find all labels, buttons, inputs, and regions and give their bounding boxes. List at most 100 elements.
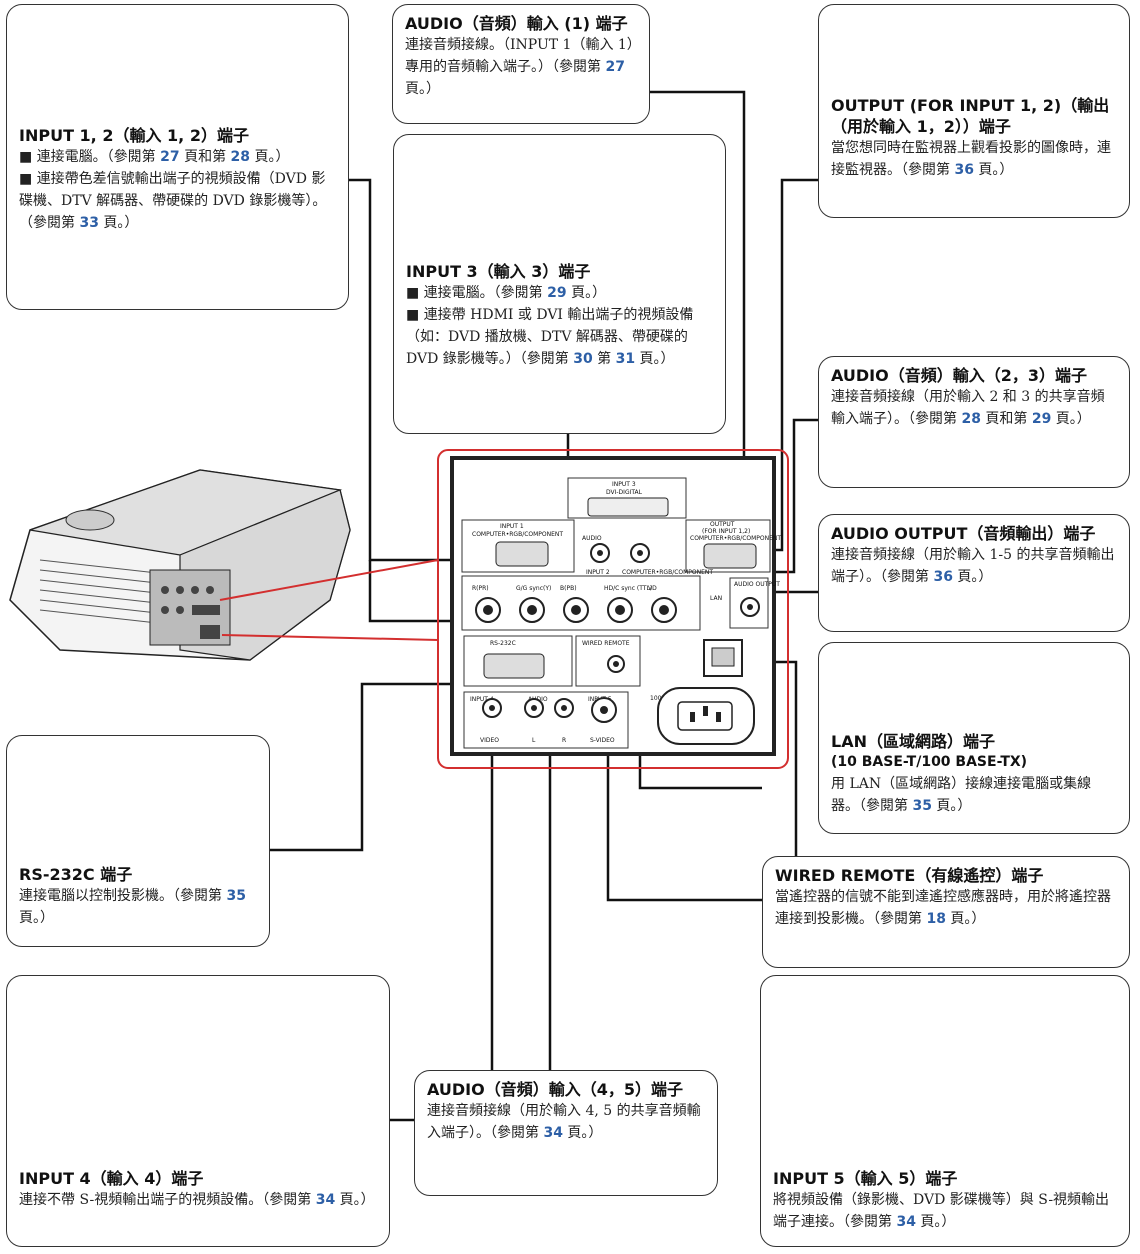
- description-text: 連接電腦。（參閱第: [36, 149, 161, 165]
- rs232c-port[interactable]: [483, 653, 545, 679]
- description-text: 連接音頻接線（用於輸入 2 和 3 的共享音頻輸入端子）。（參閱第: [831, 389, 1105, 427]
- callout-description: 連接音頻接線（用於輸入 4, 5 的共享音頻輸入端子）。（參閱第 34 頁。）: [427, 1100, 705, 1144]
- callout-audioout: AUDIO OUTPUT（音頻輸出）端子 連接音頻接線（用於輸入 1-5 的共享…: [818, 514, 1130, 632]
- page-reference-link[interactable]: 36: [954, 162, 974, 178]
- callout-title: AUDIO OUTPUT（音頻輸出）端子: [831, 524, 1096, 543]
- callout-description: 連接電腦。（參閱第 29 頁。） 連接帶 HDMI 或 DVI 輸出端子的視頻設備…: [406, 282, 713, 370]
- panel-lan-label: LAN: [710, 595, 722, 602]
- page-reference-link[interactable]: 27: [605, 59, 625, 75]
- callout-title: RS-232C 端子: [19, 865, 133, 884]
- page-reference-link[interactable]: 35: [226, 888, 246, 904]
- page-reference-link[interactable]: 36: [933, 569, 953, 585]
- callout-description: 連接音頻接線。（INPUT 1（輸入 1）專用的音頻輸入端子。）（參閱第 27 …: [405, 34, 637, 100]
- callout-subtitle: (10 BASE-T/100 BASE-TX): [831, 754, 1028, 770]
- callout-rs232c: RS-232C 端子 連接電腦以控制投影機。（參閱第 35 頁。）: [6, 735, 270, 947]
- callout-title: OUTPUT (FOR INPUT 1, 2)（輸出（用於輸入 1，2））端子: [831, 96, 1110, 136]
- panel-output-sub1: (FOR INPUT 1,2): [702, 528, 750, 535]
- bullet-item: 連接電腦。（參閱第 29 頁。）: [406, 282, 713, 304]
- callout-audio23: AUDIO（音頻）輸入（2，3）端子 連接音頻接線（用於輸入 2 和 3 的共享…: [818, 356, 1130, 488]
- callout-wired-remote: WIRED REMOTE（有線遙控）端子 當遙控器的信號不能到達遙控感應器時，用…: [762, 856, 1130, 968]
- bnc-jack-center: [615, 605, 625, 615]
- dvi-port[interactable]: [587, 497, 669, 517]
- description-text: 頁。）: [931, 798, 972, 814]
- callout-lan: LAN（區域網路）端子 (10 BASE-T/100 BASE-TX) 用 LA…: [818, 642, 1130, 834]
- callout-title: LAN（區域網路）端子: [831, 732, 995, 751]
- page-reference-link[interactable]: 27: [160, 149, 180, 165]
- callout-description: 將視頻設備（錄影機、DVD 影碟機等）與 S-視頻輸出端子連接。（參閱第 34 …: [773, 1189, 1117, 1233]
- output-port[interactable]: [703, 543, 757, 569]
- page-reference-link[interactable]: 35: [912, 798, 932, 814]
- panel-audio-l-label: L: [532, 737, 536, 744]
- description-text: 頁。）: [952, 569, 993, 585]
- description-text: 頁。）: [1051, 411, 1091, 427]
- page-reference-link[interactable]: 30: [573, 351, 593, 367]
- panel-svideo-label: S-VIDEO: [590, 737, 615, 744]
- panel-audio-label: AUDIO: [582, 535, 602, 542]
- bullet-item: 連接帶 HDMI 或 DVI 輸出端子的視頻設備（如：DVD 播放機、DTV 解…: [406, 304, 713, 370]
- description-text: 頁。）: [98, 215, 139, 231]
- callout-description: 連接音頻接線（用於輸入 1-5 的共享音頻輸出端子）。（參閱第 36 頁。）: [831, 544, 1117, 588]
- description-text: 頁。）: [915, 1214, 956, 1230]
- page-reference-link[interactable]: 28: [230, 149, 251, 165]
- description-text: 連接音頻接線（用於輸入 4, 5 的共享音頻輸入端子）。（參閱第: [427, 1103, 701, 1141]
- panel-dvi-label: DVI-DIGITAL: [606, 489, 643, 496]
- page-reference-link[interactable]: 34: [896, 1214, 916, 1230]
- panel-output-label: OUTPUT: [710, 521, 735, 528]
- page-reference-link[interactable]: 18: [926, 911, 946, 927]
- description-text: 頁。）: [335, 1192, 375, 1208]
- panel-input1-sub: COMPUTER•RGB/COMPONENT: [472, 531, 563, 538]
- callout-title: INPUT 3（輸入 3）端子: [406, 262, 591, 281]
- description-text: 將視頻設備（錄影機、DVD 影碟機等）與 S-視頻輸出端子連接。（參閱第: [773, 1192, 1110, 1230]
- description-text: 頁。）: [562, 1125, 603, 1141]
- description-text: 第: [592, 351, 616, 367]
- callout-input3: INPUT 3（輸入 3）端子 連接電腦。（參閱第 29 頁。） 連接帶 HDMI…: [393, 134, 726, 434]
- page-reference-link[interactable]: 34: [315, 1192, 336, 1208]
- panel-input3-label: INPUT 3: [612, 481, 636, 488]
- page-reference-link[interactable]: 33: [79, 215, 99, 231]
- callout-input12: INPUT 1, 2（輸入 1, 2）端子 連接電腦。（參閱第 27 頁和第 2…: [6, 4, 349, 310]
- panel-input1-label: INPUT 1: [500, 523, 524, 530]
- bnc-jack-center: [483, 605, 493, 615]
- description-text: 連接帶色差信號輸出端子的視頻設備（DVD 影碟機、DTV 解碼器、帶硬碟的 DV…: [19, 171, 327, 231]
- page-reference-link[interactable]: 29: [1031, 411, 1052, 427]
- description-text: 連接音頻接線。（INPUT 1（輸入 1）專用的音頻輸入端子。）（參閱第: [405, 37, 634, 75]
- panel-wired-remote-label: WIRED REMOTE: [582, 640, 630, 647]
- callout-description: 連接電腦以控制投影機。（參閱第 35 頁。）: [19, 885, 257, 929]
- callout-title: AUDIO（音頻）輸入 (1) 端子: [405, 14, 628, 33]
- description-text: 頁。）: [973, 162, 1014, 178]
- panel-rs232c-label: RS-232C: [490, 640, 516, 647]
- description-text: 當您想同時在監視器上觀看投影的圖像時，連接監視器。（參閱第: [831, 140, 1111, 178]
- callout-description: 連接電腦。（參閱第 27 頁和第 28 頁。）連接帶色差信號輸出端子的視頻設備（…: [19, 146, 336, 234]
- callout-description: 連接音頻接線（用於輸入 2 和 3 的共享音頻輸入端子）。（參閱第 28 頁和第…: [831, 386, 1117, 430]
- callout-description: 當您想同時在監視器上觀看投影的圖像時，連接監視器。（參閱第 36 頁。）: [831, 137, 1117, 181]
- panel-input2-sub: COMPUTER•RGB/COMPONENT: [622, 569, 713, 576]
- description-text: 頁。）: [566, 285, 607, 301]
- page-reference-link[interactable]: 34: [543, 1125, 563, 1141]
- panel-output-sub2: COMPUTER•RGB/COMPONENT: [690, 535, 781, 542]
- callout-title: AUDIO（音頻）輸入（4，5）端子: [427, 1080, 683, 1099]
- callout-description: 用 LAN（區域網路）接線連接電腦或集線器。（參閱第 35 頁。）: [831, 773, 1117, 817]
- bnc-label: G/G sync(Y): [516, 585, 551, 592]
- bnc-jack-center: [571, 605, 581, 615]
- page-reference-link[interactable]: 29: [547, 285, 567, 301]
- bnc-label: HD/C sync (TTL): [604, 585, 652, 592]
- page-reference-link[interactable]: 28: [961, 411, 981, 427]
- panel-input4-label: INPUT 4: [470, 696, 494, 703]
- callout-output: OUTPUT (FOR INPUT 1, 2)（輸出（用於輸入 1，2））端子 …: [818, 4, 1130, 218]
- description-text: 頁。）: [945, 911, 986, 927]
- callout-title: INPUT 4（輸入 4）端子: [19, 1169, 204, 1188]
- callout-title: WIRED REMOTE（有線遙控）端子: [775, 866, 1044, 885]
- page-reference-link[interactable]: 31: [615, 351, 636, 367]
- bnc-label: B(PB): [560, 585, 577, 592]
- description-text: 當遙控器的信號不能到達遙控感應器時，用於將遙控器連接到投影機。（參閱第: [775, 889, 1111, 927]
- description-text: 連接不帶 S-視頻輸出端子的視頻設備。（參閱第: [19, 1192, 316, 1208]
- bnc-jack-center: [659, 605, 669, 615]
- description-text: 連接帶 HDMI 或 DVI 輸出端子的視頻設備（如：DVD 播放機、DTV 解…: [406, 307, 694, 367]
- description-text: 頁。）: [405, 81, 440, 97]
- panel-video-label: VIDEO: [480, 737, 499, 744]
- callout-title: INPUT 5（輸入 5）端子: [773, 1169, 958, 1188]
- callout-description: 當遙控器的信號不能到達遙控感應器時，用於將遙控器連接到投影機。（參閱第 18 頁…: [775, 886, 1117, 930]
- description-text: 頁。）: [19, 910, 54, 926]
- description-text: 連接電腦。（參閱第: [423, 285, 548, 301]
- input1-port[interactable]: [495, 541, 549, 567]
